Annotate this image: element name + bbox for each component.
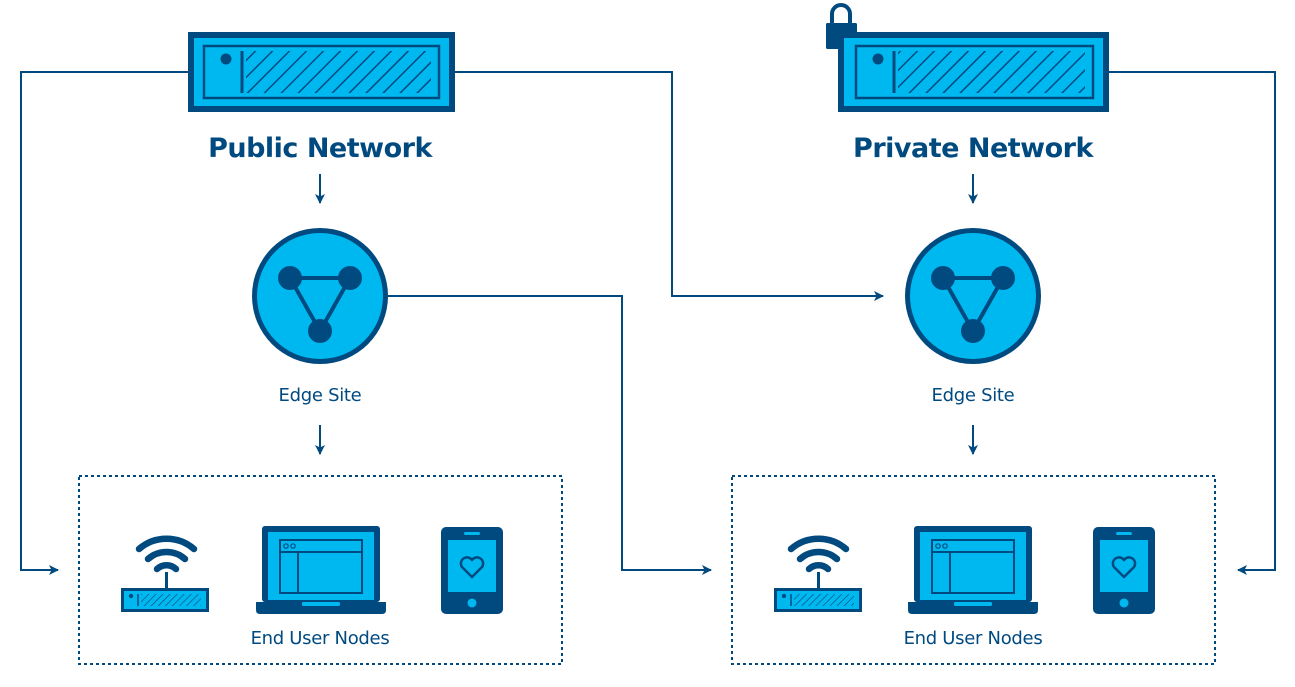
private-server-icon xyxy=(838,32,1109,112)
public-end-user-nodes-box xyxy=(78,475,563,665)
public-laptop-icon xyxy=(256,526,386,614)
public-wifi-router-icon xyxy=(121,535,209,612)
private-edge-site-icon xyxy=(905,228,1041,364)
connector-public-server-to-public-nodes xyxy=(20,71,188,575)
private-edge-site-label: Edge Site xyxy=(932,385,1015,406)
public-end-user-nodes-label: End User Nodes xyxy=(251,628,390,649)
private-heart-icon xyxy=(1111,556,1137,579)
private-end-user-nodes-label: End User Nodes xyxy=(904,628,1043,649)
connector-public-edge-to-private-nodes xyxy=(388,295,712,575)
public-server-icon xyxy=(188,32,455,112)
private-tablet-icon xyxy=(1093,527,1155,614)
private-end-user-nodes-box xyxy=(731,475,1216,665)
connector-private-server-to-private-nodes xyxy=(1109,71,1276,575)
public-tablet-icon xyxy=(441,527,503,614)
private-wifi-router-icon xyxy=(774,535,862,612)
connector-public-server-to-private-edge xyxy=(455,71,884,301)
public-edge-site-label: Edge Site xyxy=(279,385,362,406)
public-heart-icon xyxy=(459,556,485,579)
public-network-title: Public Network xyxy=(208,133,433,164)
private-network-title: Private Network xyxy=(853,133,1094,164)
public-edge-site-icon xyxy=(252,228,388,364)
private-laptop-icon xyxy=(908,526,1038,614)
